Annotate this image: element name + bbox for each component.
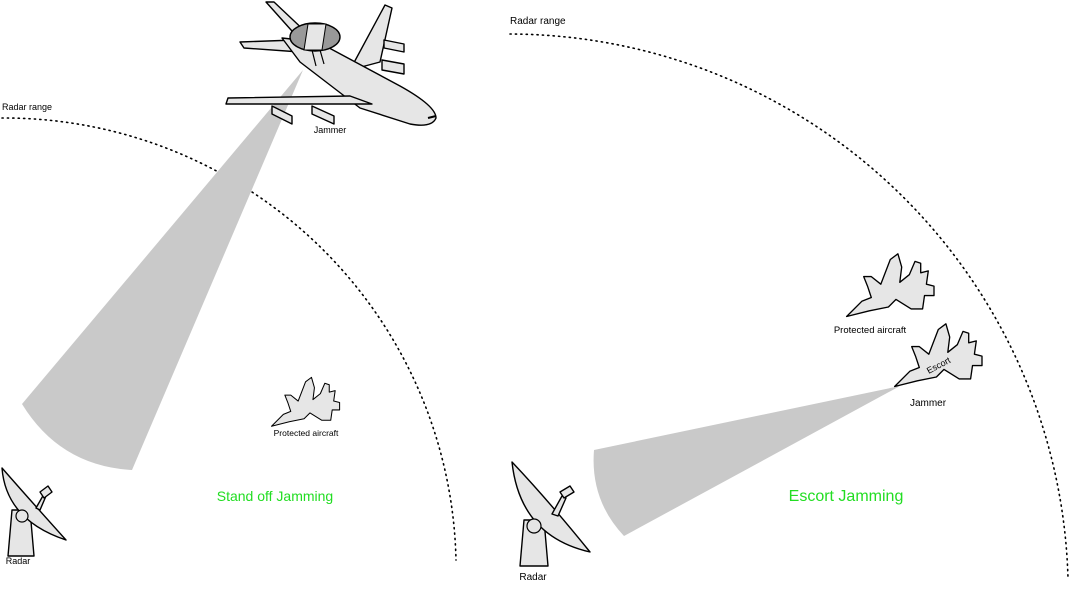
- escort-jamming-beam: [593, 386, 900, 536]
- escort-panel: Radar range Protected aircraft Escort Ja…: [509, 16, 1069, 583]
- escort-aircraft-icon: [893, 323, 983, 388]
- standoff-radar-range-label: Radar range: [2, 102, 52, 112]
- escort-protected-label: Protected aircraft: [834, 325, 907, 336]
- escort-title: Escort Jamming: [789, 488, 904, 505]
- standoff-panel: Radar range Jammer: [1, 1, 457, 566]
- standoff-protected-aircraft-icon: [271, 376, 341, 427]
- standoff-radar-label: Radar: [6, 556, 31, 566]
- standoff-radar-range-arc: [1, 117, 457, 561]
- escort-jammer-label: Jammer: [910, 398, 947, 409]
- jammer-aircraft-icon: [225, 1, 437, 126]
- standoff-jammer-label: Jammer: [314, 125, 347, 135]
- standoff-title: Stand off Jamming: [217, 488, 333, 504]
- escort-radar-range-arc: [509, 33, 1069, 579]
- escort-radar-range-label: Radar range: [510, 16, 566, 27]
- standoff-radar-dish-icon: [1, 467, 67, 557]
- escort-radar-dish-icon: [511, 461, 591, 567]
- standoff-protected-label: Protected aircraft: [274, 428, 339, 438]
- standoff-jamming-beam: [22, 70, 303, 470]
- escort-radar-label: Radar: [519, 572, 547, 583]
- escort-protected-aircraft-icon: [845, 253, 935, 318]
